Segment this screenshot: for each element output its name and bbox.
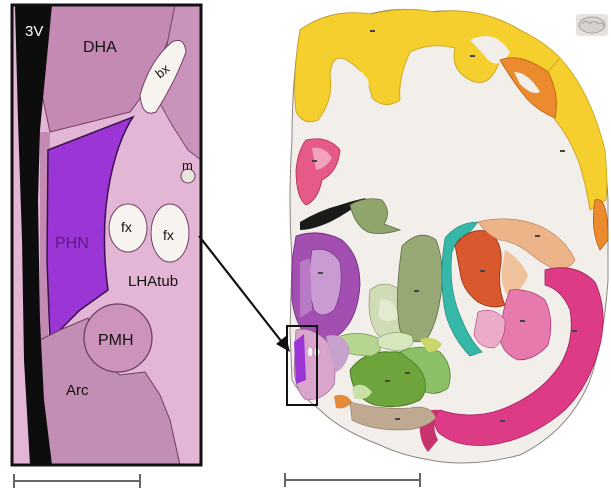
- pallidum-light: [309, 249, 341, 315]
- label-dha: DHA: [83, 39, 117, 56]
- label-lhatub: LHAtub: [128, 273, 178, 290]
- fornix-small-1: [307, 347, 313, 357]
- label-m: m: [182, 158, 193, 173]
- inset-scale-bar: [14, 474, 140, 488]
- brain-orientation-icon: [576, 14, 608, 36]
- label-pmh: PMH: [98, 332, 134, 349]
- section-scale-bar: [285, 473, 420, 487]
- zoom-arrow: [199, 236, 290, 352]
- hippocampus-pink: [500, 290, 551, 360]
- phn-small: [294, 334, 306, 384]
- pallidum-inner: [300, 258, 312, 318]
- label-fx-right: fx: [163, 227, 174, 243]
- thalamus-light-2: [378, 332, 413, 350]
- label-fx-left: fx: [121, 219, 132, 235]
- label-3v: 3V: [25, 23, 43, 40]
- coronal-section: [287, 9, 608, 463]
- label-phn: PHN: [55, 235, 89, 252]
- inset-panel: 3V DHA bx m PHN fx fx LHAtub PMH Arc: [12, 5, 201, 488]
- label-arc: Arc: [66, 382, 89, 399]
